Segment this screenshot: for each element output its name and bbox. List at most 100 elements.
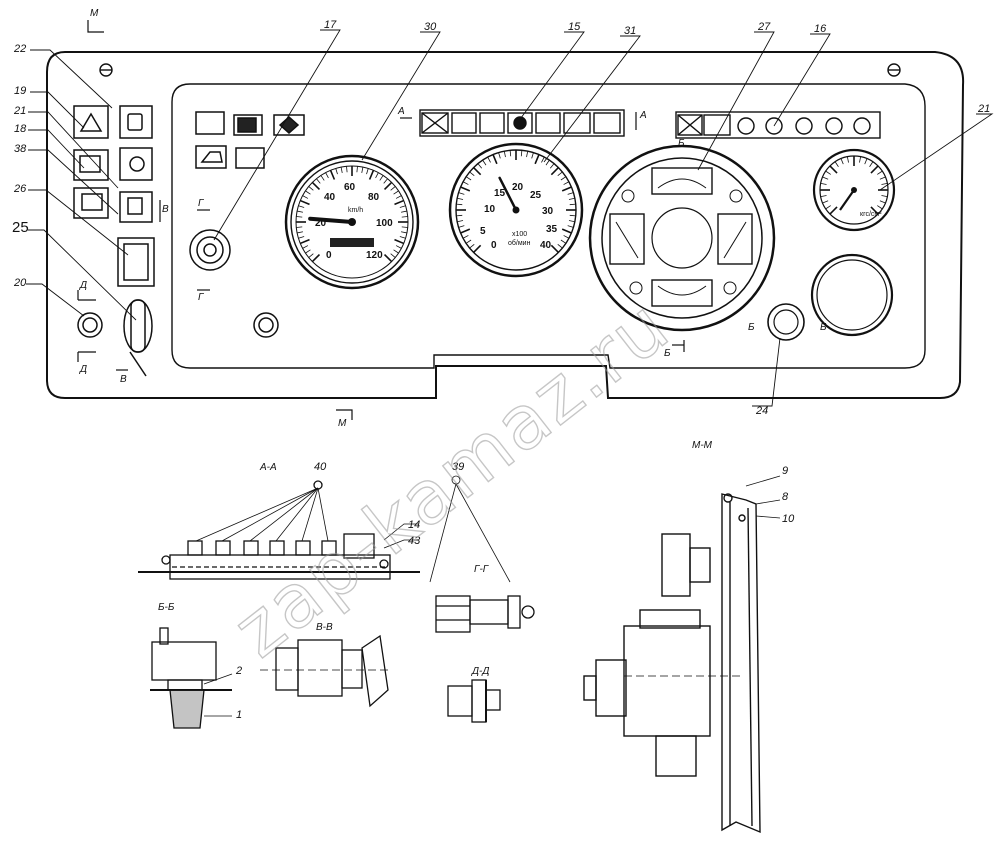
left-switch-block [73,105,155,377]
tachometer-tick-40: 40 [540,240,552,251]
callout-25: 25 [12,219,29,236]
tachometer-tick-mark [460,186,471,192]
callout-19: 19 [14,85,26,97]
callout-15: 15 [568,21,581,33]
tachometer-tick-mark [557,243,563,249]
speedometer-tick-mark [401,216,408,218]
section-bb [150,627,233,729]
tachometer-tick-mark [457,197,464,200]
speedometer-tick-60: 60 [344,182,356,193]
hazard-switch [73,105,109,139]
tachometer-tick-mark [563,235,570,239]
speedometer-tick-mark [299,238,310,245]
speedometer-tick-mark [383,181,393,191]
tachometer-tick-mark [561,186,572,192]
blank-plug [810,253,894,337]
marker-b-combo: Б [678,138,685,149]
speedometer-tick-mark [298,236,305,239]
tachometer-tick-mark [473,244,482,253]
callout-17: 17 [324,19,337,31]
marker-v-bottom: В [120,374,127,385]
speedometer-tick-mark [305,249,311,254]
tachometer-tick-mark [567,225,574,228]
section-title-bb: Б-Б [158,602,175,613]
speedometer-tick-mark [401,226,408,228]
speedometer-tick-mark [383,253,393,263]
pressure-gauge-tick-mark [834,161,839,167]
tachometer-tick-mark [492,154,498,165]
callout-18: 18 [14,123,27,135]
marker-b-right: Б [820,322,827,333]
section-title-gg: Г-Г [474,564,490,575]
marker-b-left: Б [748,322,755,333]
tachometer-tick-mark [541,156,545,163]
speedometer-tick-mark [346,166,348,173]
speedometer-tick-0: 0 [326,250,332,261]
warning-lamp-strip-center [419,109,625,137]
pressure-gauge-tick-mark [846,156,849,163]
tachometer-tick-mark [469,243,475,249]
marker-d-top: Д [79,280,87,291]
lamp-17 [189,229,231,271]
switch-row3-right [119,191,153,223]
marker-g-top: Г [198,198,205,209]
section-title-dd: Д-Д [471,666,489,677]
pressure-gauge-tick-mark [820,182,827,185]
tachometer-tick-mark [563,181,570,185]
callout-24: 24 [755,405,768,417]
switch-top-right [119,105,153,139]
pressure-gauge-tick-mark [879,200,886,204]
tachometer-tick-mark [456,214,463,217]
tachometer-tick-15: 15 [494,188,506,199]
tachometer-needle [498,176,518,212]
callout-43: 43 [408,535,421,547]
tachometer-tick-mark [482,159,487,166]
speedometer-ticks [296,166,408,263]
marker-a-left: А [397,106,405,117]
speedometer-tick-mark [366,168,369,175]
callout-26: 26 [13,183,27,195]
speedometer-tick-120: 120 [366,250,383,261]
speedometer-tick-mark [329,169,336,180]
tachometer-tick-mark [458,225,465,228]
tachometer-tick-mark [568,220,575,223]
speedometer-tick-mark [296,216,303,218]
callout-38: 38 [14,143,27,155]
tachometer-tick-mark [520,150,523,157]
section-gg [435,595,535,633]
speedometer-tick-mark [340,166,343,174]
watermark: zap-kamaz.ru [218,283,685,675]
tachometer-tick-mark [560,176,567,181]
marker-v-right: В [162,204,169,215]
speedometer-unit: km/h [348,207,363,214]
tachometer-tick-mark [469,171,475,177]
speedometer-tick-mark [311,181,321,191]
tachometer-tick-mark [569,214,576,217]
tachometer-tick-mark [465,239,472,244]
tachometer-tick-mark [531,152,534,159]
speedometer-tick-mark [383,178,388,184]
speedometer-tick-mark [390,253,396,258]
speedometer-tick-mark [393,249,399,254]
tachometer-tick-mark [487,156,491,163]
speedometer-tick-mark [299,199,310,206]
pressure-gauge-tick-mark [881,195,888,198]
tachometer-tick-mark [458,192,465,195]
speedometer-tick-mark [394,199,405,206]
panel-outline [46,51,965,399]
tachometer-tick-mark [456,203,463,206]
callout-21-left: 21 [13,105,26,117]
callout-2: 2 [235,665,242,677]
pressure-gauge-tick-mark [870,206,879,215]
pressure-gauge-needle [839,189,855,211]
tachometer-tick-mark [477,163,483,169]
tachometer-tick-25: 25 [530,190,542,201]
tachometer-unit-bottom: об/мин [508,239,531,247]
pressure-gauge-tick-mark [829,206,838,215]
speedometer-tick-mark [308,253,314,258]
pressure-gauge-tick-mark [822,200,829,204]
pressure-gauge-tick-mark [825,205,831,210]
pressure-gauge-tick-mark [820,195,827,198]
callout-16: 16 [814,23,827,35]
tachometer-unit-top: x100 [512,231,527,238]
